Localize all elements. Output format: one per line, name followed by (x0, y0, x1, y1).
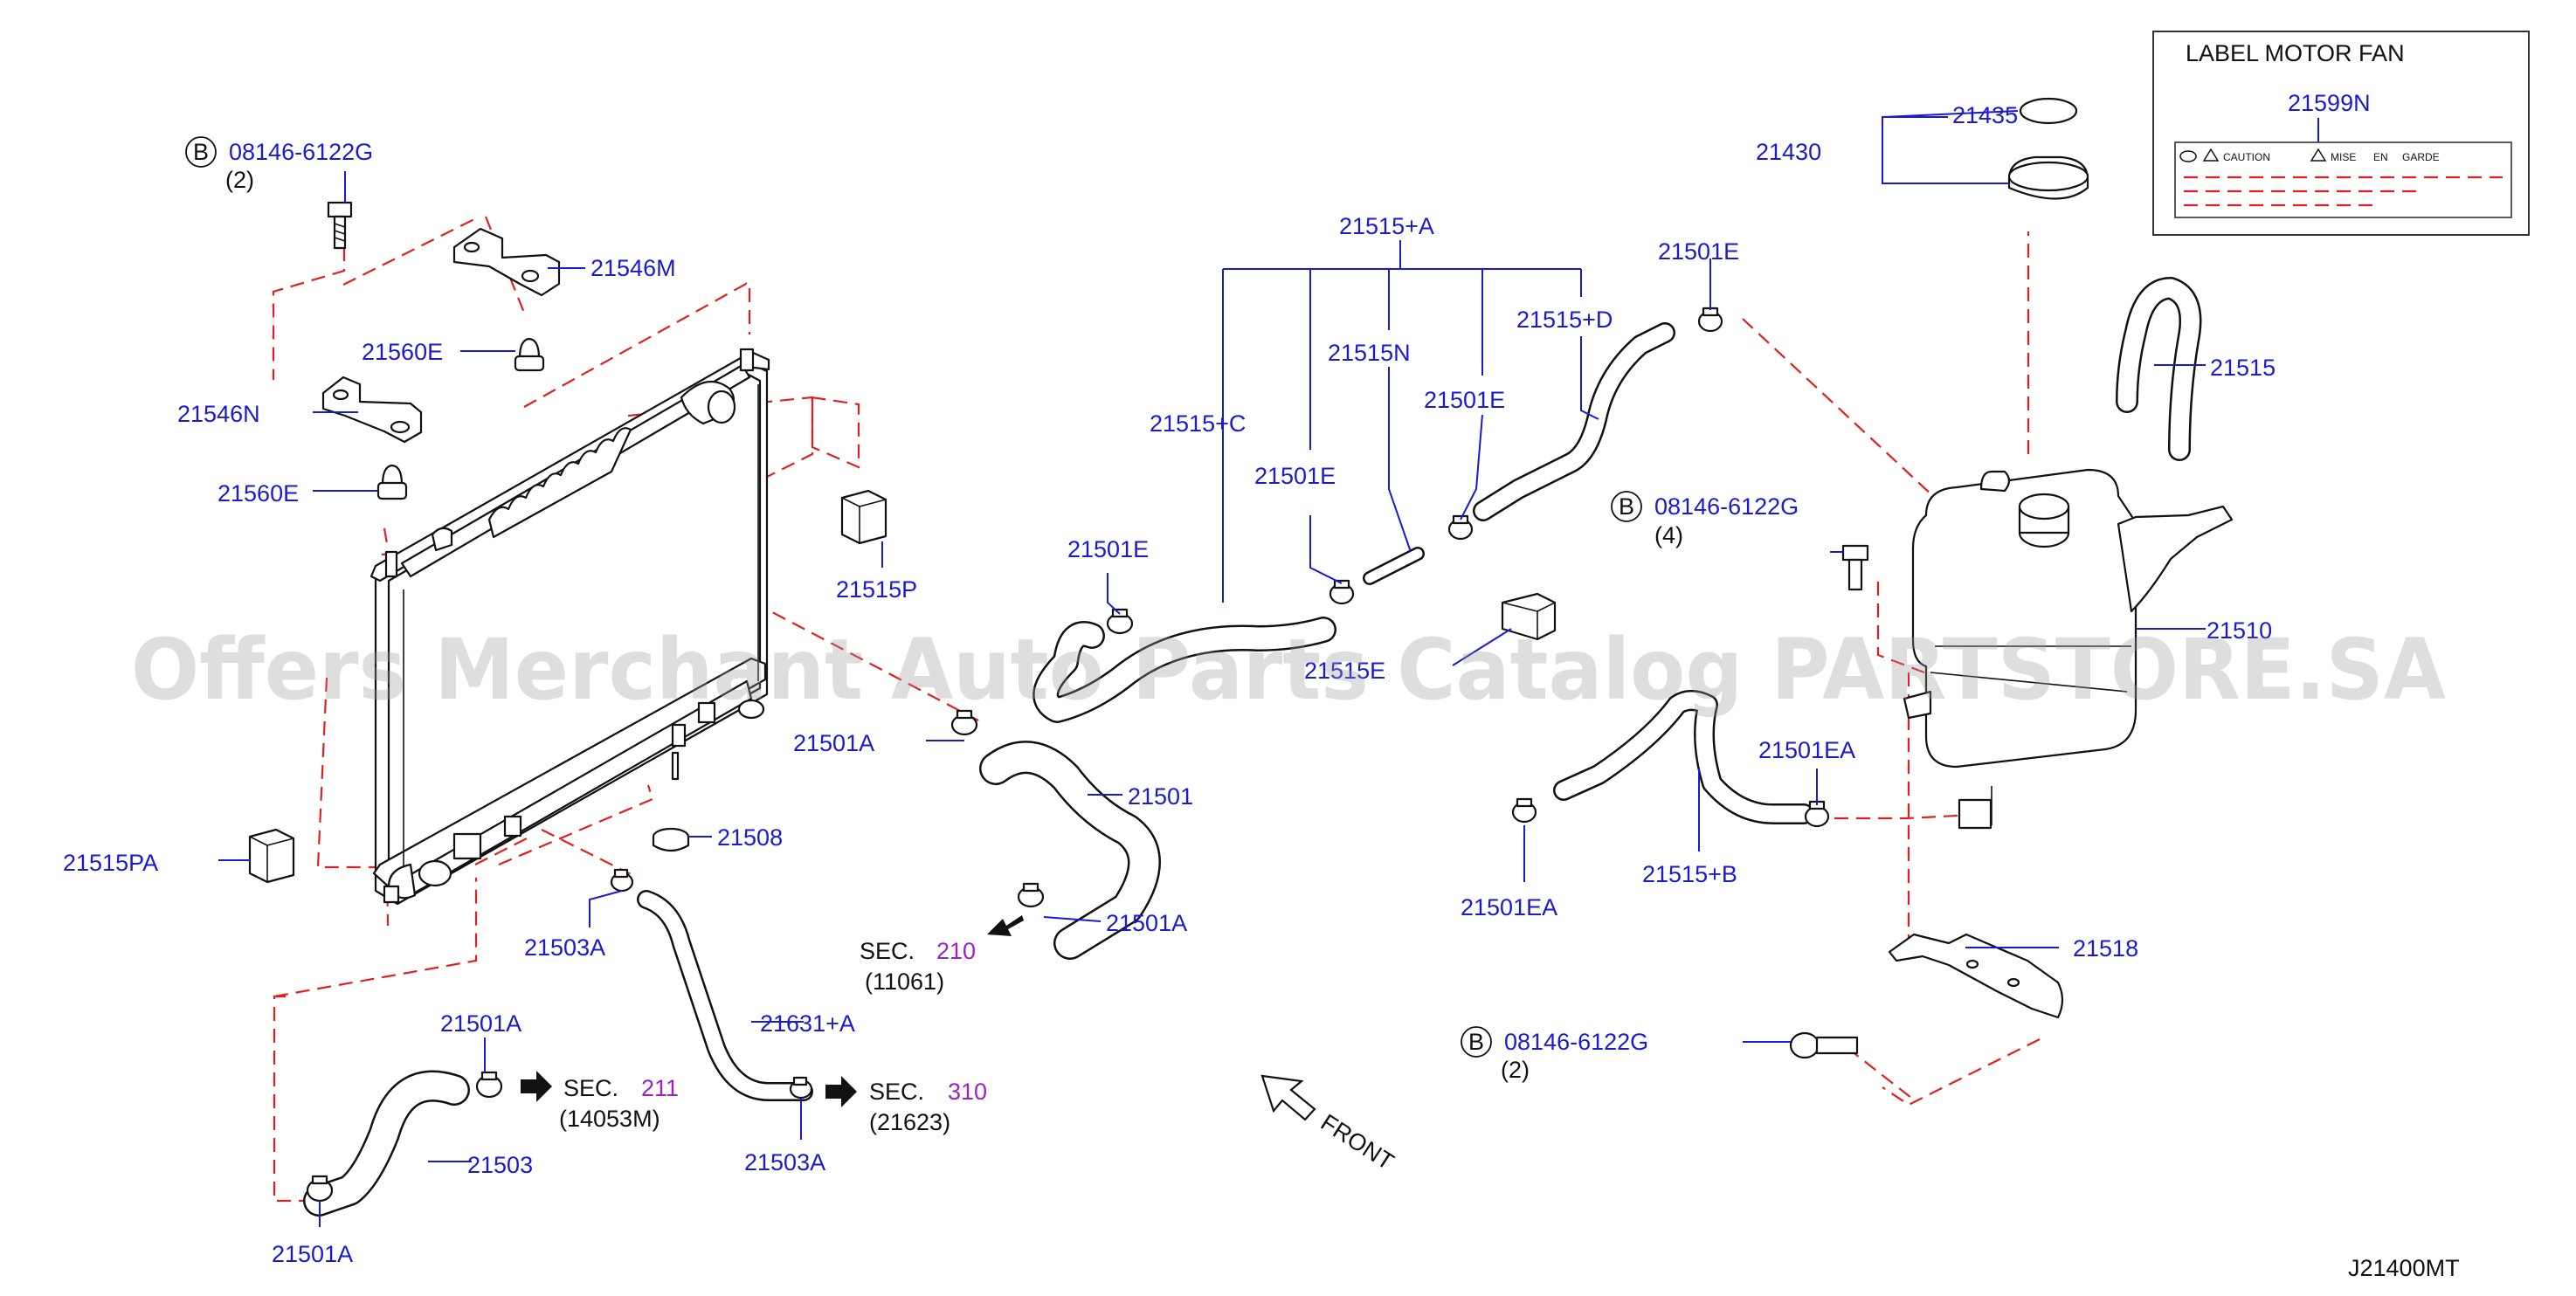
diagram-code: J21400MT (2348, 1255, 2460, 1281)
label-mise: MISE (2331, 151, 2356, 163)
clamp-icon (1329, 579, 1355, 605)
warning-triangle-icon (2202, 148, 2220, 162)
section-number: 210 (936, 938, 976, 964)
clamp-icon (475, 1071, 503, 1099)
label-21515e: 21515E (1304, 658, 1385, 684)
section-ref: (14053M) (559, 1106, 660, 1132)
label-21515c: 21515+C (1150, 410, 1246, 437)
bolt-callout-3: B 08146-6122G (2) (1461, 1026, 1648, 1083)
label-21501e-top: 21501E (1658, 238, 1739, 265)
warning-triangle-icon-2 (2310, 148, 2327, 162)
arrow-icon (987, 915, 1024, 936)
section-ref: (11061) (865, 969, 944, 995)
label-motor-fan-box: LABEL MOTOR FAN 21599N CAUTION MISE EN G… (2152, 31, 2530, 236)
section-ref-310: SEC. 310 (21623) (825, 1076, 987, 1135)
label-box-part-no: 21599N (2288, 90, 2371, 116)
label-21515n: 21515N (1328, 340, 1411, 366)
bolt-qty: (4) (1654, 522, 1683, 548)
bolt-symbol: B (193, 139, 209, 165)
label-caution: CAUTION (2223, 151, 2270, 163)
label-21560e-low: 21560E (218, 480, 299, 507)
bolt-icon (327, 201, 353, 250)
section-ref-210: SEC. 210 (11061) (860, 915, 1024, 995)
arrow-icon (521, 1071, 552, 1102)
bolt-qty: (2) (1501, 1057, 1530, 1083)
clamp-icon (1697, 307, 1723, 333)
bolt-symbol: B (1619, 493, 1634, 520)
label-21503a-top: 21503A (524, 934, 605, 961)
label-21510: 21510 (2207, 617, 2272, 644)
section-sec: SEC. (860, 938, 915, 964)
lower-hoses (303, 277, 2202, 1217)
label-21503a-bottom: 21503A (744, 1149, 825, 1175)
clamp-icon (306, 1175, 334, 1203)
label-21508: 21508 (717, 824, 783, 851)
label-21546m: 21546M (590, 255, 676, 281)
reservoir-tank (1789, 97, 2234, 1059)
label-21515p: 21515P (836, 576, 917, 603)
label-21515d: 21515+D (1516, 307, 1613, 333)
bolt-qty: (2) (225, 167, 254, 193)
section-sec: SEC. (563, 1075, 618, 1101)
part-labels: 21546M 21560E 21546N 21560E 21515P 21515… (63, 102, 2276, 1267)
section-number: 310 (948, 1079, 987, 1105)
bolt-callout-2: B 08146-6122G (4) (1611, 491, 1799, 548)
bolt-symbol: B (1468, 1029, 1484, 1055)
brand-mark-icon (2179, 150, 2197, 162)
label-21501e-left: 21501E (1067, 536, 1149, 562)
label-21501: 21501 (1128, 783, 1193, 810)
bolt-part-no: 08146-6122G (229, 139, 373, 165)
section-ref-211: SEC. 211 (14053M) (521, 1071, 679, 1132)
arrow-icon (825, 1076, 857, 1107)
leader-lines (218, 110, 2206, 1227)
label-21515pa: 21515PA (63, 850, 158, 876)
bolt-icon (1841, 544, 1869, 591)
bolt-part-no: 08146-6122G (1654, 493, 1799, 520)
label-21501ea-left: 21501EA (1461, 894, 1557, 920)
label-garde: GARDE (2402, 151, 2440, 163)
watermark-text: Offers Merchant Auto Parts Catalog PARTS… (131, 621, 2446, 719)
label-21503: 21503 (467, 1152, 533, 1178)
bolt-callout-1: B 08146-6122G (2) (185, 136, 373, 193)
clamp-icon (789, 1076, 813, 1100)
section-sec: SEC. (869, 1079, 924, 1105)
hose-clamps (306, 307, 1830, 1203)
label-21435: 21435 (1952, 102, 2018, 128)
bolt-part-no: 08146-6122G (1504, 1029, 1648, 1055)
label-en: EN (2373, 151, 2388, 163)
upper-brackets (248, 201, 887, 884)
section-number: 211 (641, 1075, 679, 1101)
label-21515b: 21515+B (1642, 861, 1737, 887)
clamp-icon (1017, 882, 1045, 908)
label-21430: 21430 (1756, 139, 1821, 165)
bolt-icon (1789, 1031, 1859, 1059)
front-label: FRONT (1316, 1109, 1398, 1175)
label-21501e-inner: 21501E (1254, 463, 1336, 489)
label-21501a-low: 21501A (440, 1010, 521, 1037)
label-21546n: 21546N (177, 401, 260, 427)
clamp-icon (1511, 797, 1537, 824)
label-21515a: 21515+A (1339, 213, 1434, 239)
section-ref: (21623) (869, 1109, 950, 1135)
label-21501e-mid: 21501E (1424, 387, 1505, 413)
radiator (369, 348, 770, 906)
label-21501a-mid: 21501A (1106, 910, 1187, 936)
label-21560e-top: 21560E (362, 339, 443, 365)
label-21631a: 21631+A (760, 1010, 855, 1037)
label-box-title: LABEL MOTOR FAN (2186, 40, 2405, 66)
label-21518: 21518 (2073, 935, 2138, 962)
clamp-icon (1804, 800, 1830, 828)
clamp-icon (950, 709, 978, 736)
label-21501ea-right: 21501EA (1758, 737, 1855, 763)
front-indicator: FRONT (1260, 1074, 1398, 1175)
front-arrow-icon (1260, 1074, 1316, 1121)
label-21501a-bottom: 21501A (272, 1241, 353, 1267)
label-21515: 21515 (2210, 355, 2276, 381)
label-21501a-radiator: 21501A (793, 730, 874, 756)
